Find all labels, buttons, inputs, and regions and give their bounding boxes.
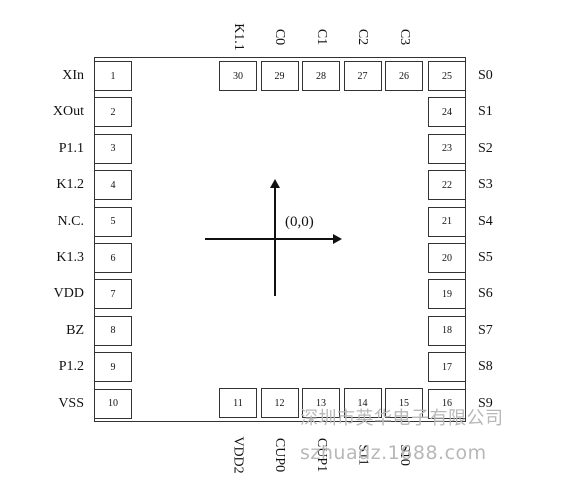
pin-label-right: S9 (478, 395, 493, 411)
pin-label-right: S3 (478, 177, 493, 193)
pin-label-text: C0 (272, 28, 288, 46)
pin-label-left: BZ (66, 322, 84, 338)
pin-pad-left: 6 (94, 243, 132, 273)
y-axis-arrow-icon (270, 179, 280, 188)
pin-label-left: K1.2 (56, 177, 84, 193)
pin-label-text: CUP0 (272, 437, 288, 473)
pin-pad-right: 24 (428, 97, 466, 128)
pin-label-right: S5 (478, 250, 493, 265)
pin-label-top: C0 (272, 17, 288, 57)
pin-pad-right: 17 (428, 352, 466, 383)
pin-pad-left: 7 (94, 279, 132, 310)
pin-label-text: C1 (314, 28, 329, 46)
pin-pad-bottom: 12 (260, 388, 299, 418)
pin-pad-right: 21 (428, 206, 466, 237)
pin-pad-left: 4 (94, 170, 132, 201)
pin-pad-top: 28 (302, 61, 340, 91)
pin-label-left: XOut (52, 104, 84, 120)
pin-label-left: XIn (62, 68, 84, 83)
pin-pad-right: 22 (428, 170, 466, 201)
pin-pad-left: 3 (94, 133, 132, 164)
origin-label: (0,0) (285, 214, 314, 230)
pin-label-top: C1 (313, 17, 329, 57)
pin-pad-left: 10 (94, 388, 132, 419)
pin-label-left: VSS (58, 395, 84, 411)
pin-pad-right: 16 (428, 388, 466, 419)
pin-pad-top: 26 (385, 61, 423, 91)
pin-label-right: S8 (478, 359, 493, 375)
pin-pad-left: 5 (94, 206, 132, 237)
pin-label-right: S6 (478, 286, 493, 302)
pin-pad-right: 20 (428, 243, 466, 273)
pin-pad-right: 23 (428, 133, 466, 164)
pin-label-left: P1.1 (58, 140, 84, 156)
x-axis-arrow-icon (333, 234, 342, 244)
pin-label-left: K1.3 (56, 250, 84, 265)
pin-label-right: S7 (478, 322, 493, 338)
pin-pad-top: 27 (343, 61, 382, 91)
y-axis-line (274, 186, 276, 296)
pin-pad-top: 29 (260, 61, 299, 91)
pin-pad-left: 8 (94, 315, 132, 346)
pin-label-left: VDD (53, 286, 84, 302)
pin-label-text: VDD2 (231, 436, 246, 474)
pin-label-text: K1.1 (231, 23, 246, 51)
pin-pad-bottom: 13 (302, 388, 340, 418)
pin-label-top: C2 (355, 17, 371, 57)
pin-label-right: S1 (478, 104, 493, 120)
pin-pad-bottom: 15 (385, 388, 423, 418)
pin-label-right: S2 (478, 140, 493, 156)
pin-pad-right: 25 (428, 61, 466, 91)
x-axis-line (205, 238, 335, 240)
chip-outline (94, 57, 466, 422)
pin-label-top: C3 (396, 17, 412, 57)
pin-pad-bottom: 11 (219, 388, 257, 418)
pin-pad-bottom: 14 (343, 388, 382, 418)
pin-pad-right: 19 (428, 279, 466, 310)
pin-pad-right: 18 (428, 315, 466, 346)
pin-pad-top: 30 (219, 61, 257, 91)
pin-label-left: P1.2 (58, 359, 84, 375)
pin-label-bottom: VDD2 (230, 435, 246, 475)
pin-label-right: S4 (478, 213, 493, 229)
pin-pad-left: 2 (94, 97, 132, 128)
pin-label-top: K1.1 (230, 17, 246, 57)
watermark-url: szhuadz.1688.com (300, 442, 487, 464)
pin-label-left: N.C. (57, 213, 84, 229)
pin-label-right: S0 (478, 68, 493, 83)
watermark-company: 深圳市英华电子有限公司 (300, 408, 504, 429)
pin-label-text: C3 (397, 28, 412, 46)
pin-label-text: C2 (355, 28, 371, 46)
pin-pad-left: 9 (94, 352, 132, 383)
pin-label-bottom: CUP0 (272, 435, 288, 475)
pin-pad-left: 1 (94, 61, 132, 91)
